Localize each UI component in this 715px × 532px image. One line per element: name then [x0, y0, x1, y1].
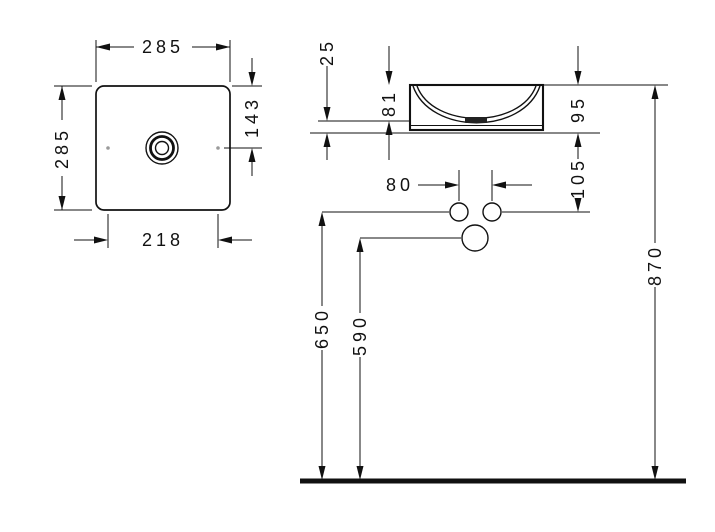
dim-label-counter-gap: 25	[317, 38, 337, 66]
arrowhead-left	[218, 236, 232, 244]
arrowhead-down	[248, 72, 256, 86]
plan-dim-drain-offset: 143	[224, 58, 262, 176]
dim-label-bowl-depth: 81	[379, 89, 399, 117]
bowl-curve-inner	[416, 85, 537, 119]
plan-dim-inner-width: 218	[74, 214, 252, 250]
edge-mark-right	[216, 146, 220, 150]
arrowhead-left	[492, 181, 506, 189]
elev-dim-basin-height: 95	[568, 46, 588, 159]
arrowhead-down	[356, 466, 364, 480]
arrowhead-right	[94, 236, 108, 244]
arrowhead-down	[574, 198, 582, 212]
plan-view	[95, 85, 231, 211]
dim-label-hole-spacing: 80	[386, 175, 414, 195]
elev-dim-drain-drop: 105	[568, 157, 588, 212]
dim-label-supply-height: 650	[312, 307, 332, 349]
arrowhead-right	[445, 181, 459, 189]
arrowhead-up	[248, 148, 256, 162]
arrowhead-down	[651, 466, 659, 480]
arrowhead-up	[651, 85, 659, 99]
drain-middle-ring	[149, 135, 175, 161]
supply-connection-right	[482, 202, 502, 222]
dim-label-outer-depth: 285	[52, 127, 72, 169]
basin-plan-outline	[95, 85, 231, 211]
arrowhead-down	[318, 466, 326, 480]
elev-dim-rim-height: 870	[645, 85, 665, 480]
supply-connection-left	[449, 202, 469, 222]
arrowhead-up	[356, 238, 364, 252]
dim-label-drain-drop: 105	[568, 157, 588, 199]
elev-dim-bowl-depth: 81	[379, 46, 399, 160]
drain-inner-ring	[154, 140, 170, 156]
drain-outer-ring	[145, 131, 179, 165]
arrowhead-up	[318, 212, 326, 226]
plan-dim-outer-width: 285	[95, 37, 231, 82]
elevation-view	[300, 83, 686, 484]
edge-mark-left	[106, 146, 110, 150]
arrowhead-up	[574, 133, 582, 147]
arrowhead-down	[323, 107, 331, 121]
dim-label-basin-height: 95	[568, 95, 588, 123]
basin-elevation-outline	[408, 83, 545, 132]
arrowhead-right	[216, 43, 230, 51]
arrowhead-down	[58, 196, 66, 210]
dim-label-outer-width: 285	[142, 37, 184, 57]
arrowhead-left	[96, 43, 110, 51]
dim-label-drain-offset: 143	[242, 96, 262, 138]
arrowhead-up	[323, 133, 331, 147]
elev-dim-hole-spacing: 80	[386, 175, 532, 195]
arrowhead-down	[574, 71, 582, 85]
drain-slot	[465, 117, 487, 123]
elev-dim-supply-height: 650	[312, 212, 332, 480]
waste-connection	[461, 224, 489, 252]
plan-dim-outer-depth: 285	[52, 85, 92, 211]
elev-dim-counter-gap: 25	[317, 38, 337, 160]
elev-dim-waste-height: 590	[350, 238, 370, 480]
arrowhead-down	[385, 71, 393, 85]
arrowhead-up	[58, 86, 66, 100]
dim-label-rim-height: 870	[645, 244, 665, 286]
arrowhead-up	[385, 121, 393, 135]
dim-label-inner-width: 218	[142, 230, 184, 250]
dim-label-waste-height: 590	[350, 314, 370, 356]
